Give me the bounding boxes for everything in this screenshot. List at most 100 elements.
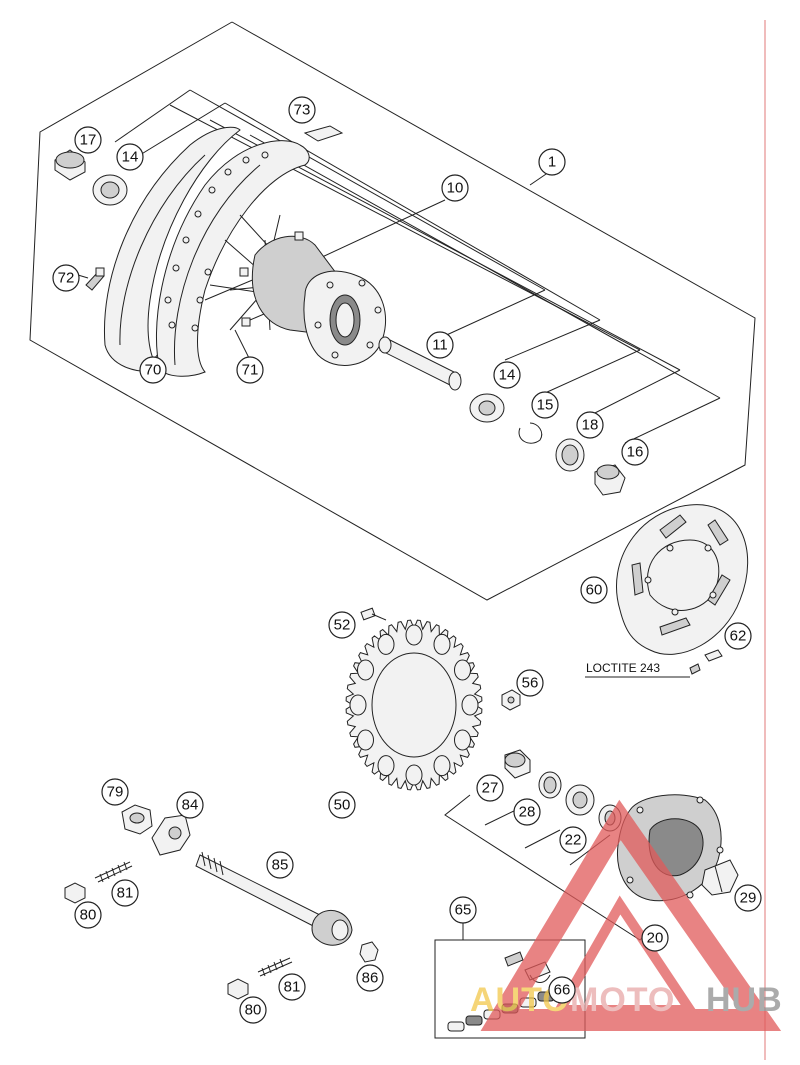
callout-circle — [176, 791, 204, 819]
callout-label: 16 — [627, 444, 644, 461]
callout-circle — [139, 356, 167, 384]
callout-circle — [516, 669, 544, 697]
callout-circle — [548, 976, 576, 1004]
callout-circle — [426, 331, 454, 359]
callout-label: 81 — [117, 885, 134, 902]
callout-1: 1 — [538, 148, 566, 176]
circlip-15 — [518, 422, 543, 444]
callout-label: 80 — [245, 1002, 262, 1019]
callout-28: 28 — [513, 798, 541, 826]
callout-62: 62 — [724, 622, 752, 650]
callout-circle — [641, 924, 669, 952]
rim — [103, 126, 310, 377]
callout-label: 80 — [80, 907, 97, 924]
callout-circle — [513, 798, 541, 826]
callout-circle — [328, 791, 356, 819]
callout-circle — [101, 778, 129, 806]
sprocket-hole — [405, 624, 423, 646]
callout-80: 80 — [239, 996, 267, 1024]
callout-20: 20 — [641, 924, 669, 952]
sprocket-hole — [349, 694, 367, 716]
callout-60: 60 — [580, 576, 608, 604]
spacer-86 — [359, 941, 379, 963]
nut-80b — [227, 978, 249, 1000]
spacer-27 — [504, 749, 531, 779]
callout-circle — [52, 264, 80, 292]
callout-label: 14 — [122, 149, 139, 166]
callout-label: 11 — [432, 337, 448, 354]
callout-79: 79 — [101, 778, 129, 806]
callout-layer: 1101114141516171820222728295052566062656… — [52, 96, 762, 1024]
callout-label: 18 — [582, 417, 599, 434]
chain-adjuster-84 — [151, 814, 191, 856]
callout-81: 81 — [111, 879, 139, 907]
seal-28 — [538, 771, 562, 799]
callout-label: 71 — [242, 362, 259, 379]
callout-circle — [328, 611, 356, 639]
callout-circle — [288, 96, 316, 124]
rear-hub — [239, 231, 387, 366]
sprocket-hole — [377, 755, 395, 777]
sprocket-hole — [454, 729, 471, 751]
callout-label: 86 — [362, 970, 379, 987]
callout-84: 84 — [176, 791, 204, 819]
callout-label: 73 — [294, 102, 311, 119]
callout-27: 27 — [476, 774, 504, 802]
callout-circle — [580, 576, 608, 604]
valve-72 — [85, 267, 105, 291]
callout-circle — [531, 391, 559, 419]
callout-circle — [734, 884, 762, 912]
callout-18: 18 — [576, 411, 604, 439]
callout-14: 14 — [116, 143, 144, 171]
callout-label: 72 — [58, 270, 75, 287]
callout-label: 29 — [740, 890, 757, 907]
chain-plate — [465, 1015, 483, 1026]
callout-circle — [559, 826, 587, 854]
callout-11: 11 — [426, 331, 454, 359]
callout-label: 70 — [145, 362, 162, 379]
automotohub-watermark: AUTO MOTO HUB — [470, 799, 782, 1031]
sprocket-hole — [405, 764, 423, 786]
sprocket-hole — [433, 755, 451, 777]
callout-29: 29 — [734, 884, 762, 912]
callout-circle — [236, 356, 264, 384]
callout-label: 65 — [455, 902, 472, 919]
callout-50: 50 — [328, 791, 356, 819]
wheel-assembly-frame — [29, 21, 756, 601]
bearing-14-left — [92, 174, 128, 206]
callout-70: 70 — [139, 356, 167, 384]
nut-56 — [501, 689, 521, 711]
callout-circle — [493, 361, 521, 389]
callout-label: 14 — [499, 367, 516, 384]
adjuster-screw-81a — [94, 861, 133, 883]
sprocket-hole — [454, 659, 471, 681]
callout-circle — [538, 148, 566, 176]
disc-bolt-62 — [689, 649, 723, 675]
callout-circle — [621, 438, 649, 466]
callout-65: 65 — [449, 896, 477, 924]
callout-label: 17 — [80, 132, 97, 149]
callout-label: 10 — [447, 180, 464, 197]
callout-14: 14 — [493, 361, 521, 389]
callout-circle — [116, 143, 144, 171]
watermark-triangle — [480, 799, 782, 1031]
callout-label: 84 — [182, 797, 199, 814]
callout-80: 80 — [74, 901, 102, 929]
callout-label: 28 — [519, 804, 536, 821]
callout-label: 79 — [107, 784, 124, 801]
callout-66: 66 — [548, 976, 576, 1004]
watermark-moto: MOTO — [570, 981, 675, 1019]
callout-circle — [356, 964, 384, 992]
callout-label: 66 — [554, 982, 571, 999]
spacer-tube-11 — [378, 336, 462, 391]
callout-circle — [74, 901, 102, 929]
callout-86: 86 — [356, 964, 384, 992]
callout-label: 56 — [522, 675, 539, 692]
sprocket-hole — [357, 729, 374, 751]
distance-sleeve-17 — [54, 149, 86, 181]
callout-71: 71 — [236, 356, 264, 384]
callout-circle — [266, 851, 294, 879]
callout-circle — [724, 622, 752, 650]
adjuster-screw-81b — [257, 957, 293, 977]
callout-label: 62 — [730, 628, 747, 645]
